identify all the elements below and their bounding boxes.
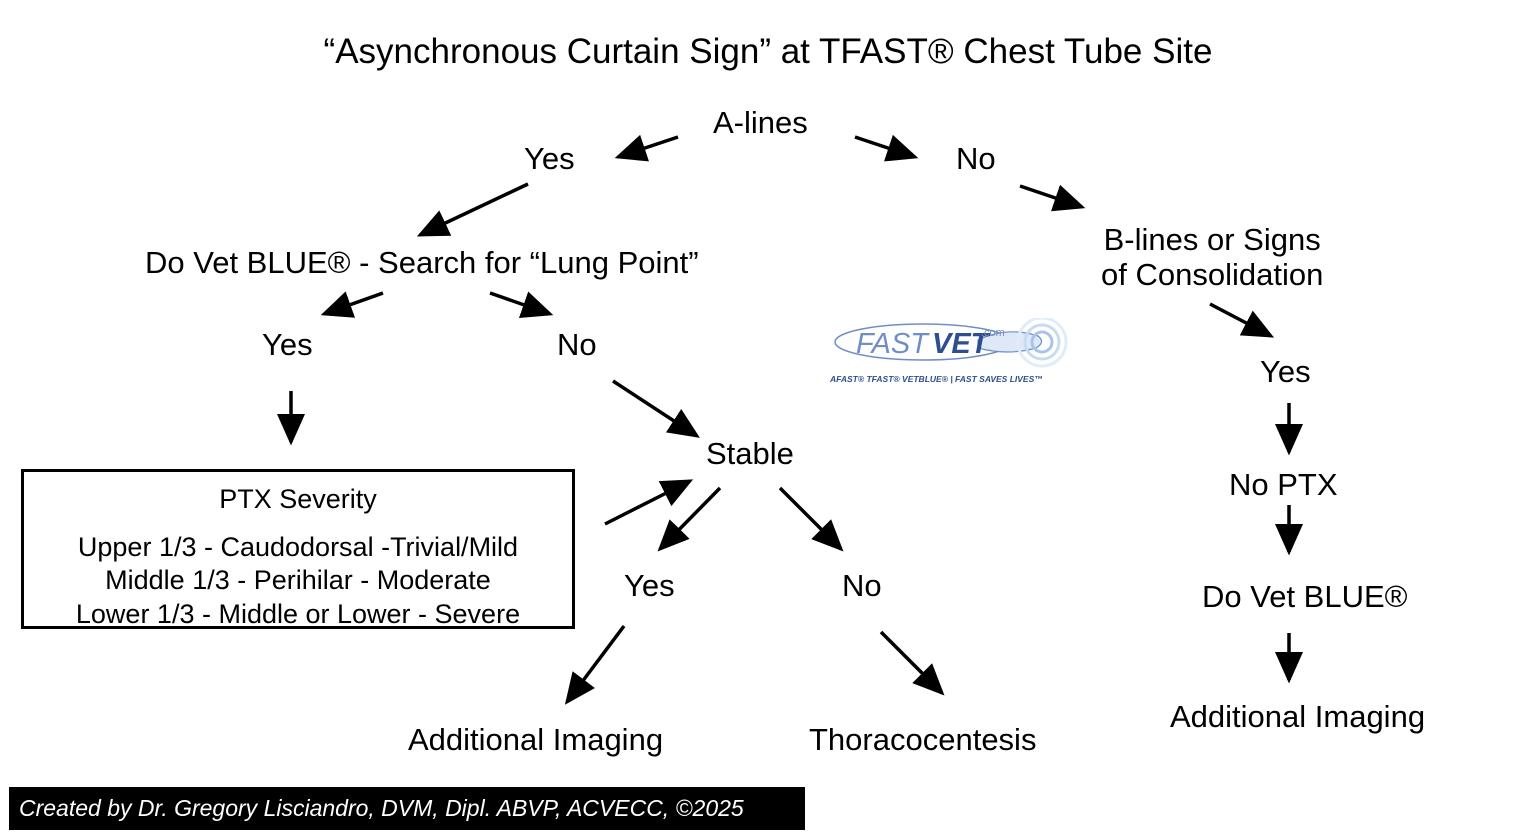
node-no-3: No xyxy=(842,568,882,603)
node-yes-3: Yes xyxy=(624,568,675,603)
logo-dotcom-text: .com xyxy=(981,327,1005,339)
node-no-ptx: No PTX xyxy=(1229,467,1338,502)
arrow-alines-no xyxy=(854,134,919,162)
fastvet-logo-graphic: FAST VET .com AFAST® TFAST® VETBLUE® | F… xyxy=(829,316,1068,384)
node-additional-imaging-right: Additional Imaging xyxy=(1170,699,1426,734)
node-do-vet-blue: Do Vet BLUE® xyxy=(1202,579,1408,614)
ptx-severity-box: PTX Severity Upper 1/3 - Caudodorsal -Tr… xyxy=(21,469,575,629)
ptx-severity-line-lower: Lower 1/3 - Middle or Lower - Severe xyxy=(75,599,521,629)
arrow-ptxbox-stable xyxy=(604,479,694,526)
logo-tagline: AFAST® TFAST® VETBLUE® | FAST SAVES LIVE… xyxy=(829,374,1043,384)
arrow-vetblue-yes xyxy=(320,291,384,318)
diagram-title: “Asynchronous Curtain Sign” at TFAST® Ch… xyxy=(323,32,1213,71)
node-yes-right: Yes xyxy=(1260,354,1311,389)
arrow-no-thoracocentesis xyxy=(879,630,945,696)
node-b-lines-line-1: B-lines or Signs xyxy=(1103,222,1321,257)
ptx-severity-line-middle: Middle 1/3 - Perihilar - Moderate xyxy=(105,565,491,595)
arrow-no-stable xyxy=(612,379,700,438)
arrow-no-blines xyxy=(1019,184,1086,212)
node-thoracocentesis: Thoracocentesis xyxy=(809,722,1037,757)
node-b-lines-line-2: of Consolidation xyxy=(1101,257,1324,292)
arrow-stable-no xyxy=(778,486,844,552)
node-yes-2: Yes xyxy=(262,327,313,362)
arrow-yes-vetblue xyxy=(416,182,529,237)
arrow-alines-yes xyxy=(614,134,679,162)
logo-vet-text: VET xyxy=(932,328,991,360)
node-no-2: No xyxy=(557,327,597,362)
credit-banner: Created by Dr. Gregory Lisciandro, DVM, … xyxy=(9,787,805,830)
node-no-1: No xyxy=(956,141,996,176)
node-additional-imaging-left: Additional Imaging xyxy=(408,722,664,757)
logo-fast-text: FAST xyxy=(856,328,930,360)
node-b-lines: B-lines or Signs of Consolidation xyxy=(1101,222,1323,292)
node-do-vet-blue-lung-point: Do Vet BLUE® - Search for “Lung Point” xyxy=(145,245,699,280)
arrow-blines-yes xyxy=(1209,302,1275,338)
arrow-vetblue-no xyxy=(489,291,554,318)
ptx-severity-line-upper: Upper 1/3 - Caudodorsal -Trivial/Mild xyxy=(77,532,519,562)
fastvet-logo: FAST VET .com AFAST® TFAST® VETBLUE® | F… xyxy=(828,316,1073,390)
node-stable: Stable xyxy=(706,436,794,471)
ptx-severity-heading: PTX Severity xyxy=(219,484,377,514)
arrow-stable-yes xyxy=(657,486,722,552)
arrow-yes-imaging xyxy=(564,624,626,705)
node-a-lines: A-lines xyxy=(713,105,808,140)
node-yes-1: Yes xyxy=(524,141,575,176)
